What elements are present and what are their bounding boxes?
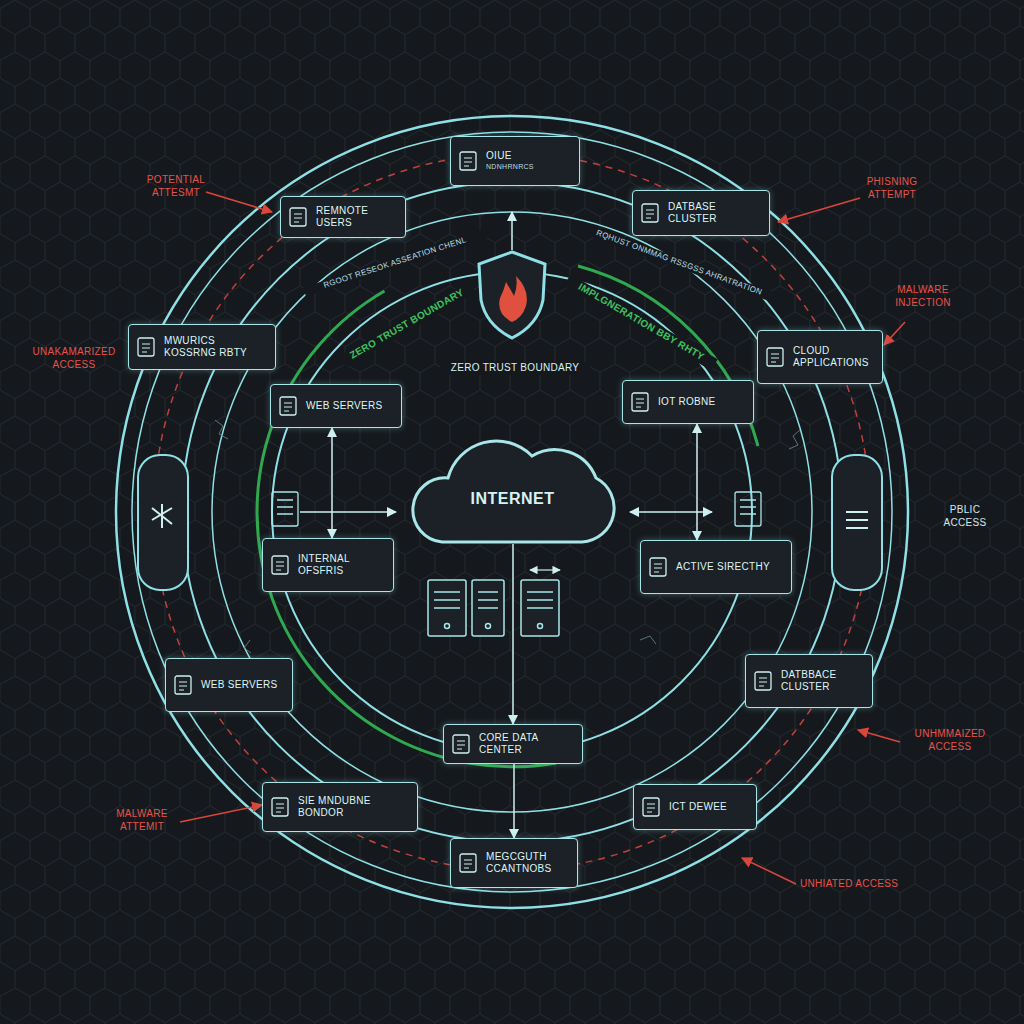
box-subtext: NDNHRNRCS [486, 163, 534, 172]
box-icon [287, 206, 309, 228]
box-icon [647, 556, 669, 578]
box-icon [639, 202, 661, 224]
threat-callout: UNHIATED ACCESS [800, 878, 950, 891]
box-title: OIUE [486, 150, 534, 163]
box-title: REMNOTE USERS [316, 205, 397, 230]
link-arrow [512, 544, 514, 724]
box-icon [277, 395, 299, 417]
network-box: MEGCGUTH CCANTNOBS [450, 838, 578, 888]
box-icon [269, 796, 291, 818]
box-title: MEGCGUTH CCANTNOBS [486, 851, 569, 876]
network-box: WEB SERVERS [270, 384, 402, 428]
box-title: WEB SERVERS [201, 679, 277, 692]
threat-ring [154, 154, 870, 870]
cloud-outline [413, 441, 614, 542]
box-icon [640, 796, 662, 818]
boundary-label: ZERO TRUST BOUNDARY [440, 362, 590, 375]
network-box: CORE DATA CENTER [443, 724, 583, 764]
network-box: OIUENDNHRNRCS [450, 136, 580, 186]
internet-cloud: INTERNET [400, 432, 625, 544]
boundary-label: ZERO TRUST BOUNDARY [339, 281, 475, 367]
threat-callout: UNHMMAIZED ACCESS [900, 728, 1000, 753]
flow-arrow [630, 511, 712, 513]
box-icon [457, 150, 479, 172]
box-icon [450, 733, 472, 755]
flow-arrow [300, 511, 396, 513]
cloud-outline [400, 432, 625, 544]
threat-callout: PBLIC ACCESS [930, 504, 1000, 529]
link-arrow [696, 424, 698, 540]
network-box: WEB SERVERS [165, 658, 293, 712]
box-title: DATBASE CLUSTER [668, 201, 761, 226]
box-title: IOT ROBNE [658, 396, 716, 409]
box-icon [172, 674, 194, 696]
network-box: DATBBACE CLUSTER [745, 654, 873, 708]
box-title: DATBBACE CLUSTER [781, 669, 864, 694]
trust-arc [578, 266, 758, 446]
threat-callout: POTENTIAL ATTESMT [138, 174, 214, 199]
network-box: IOT ROBNE [622, 380, 754, 424]
box-title: SIE MNDUBNE BONDOR [298, 795, 409, 820]
threat-callout: UNAKAMARIZED ACCESS [24, 346, 124, 371]
ring-set [116, 116, 908, 908]
network-box: REMNOTE USERS [280, 196, 406, 238]
box-title: CLOUD APPLICATIONS [793, 345, 874, 370]
box-icon [764, 346, 786, 368]
network-box: CLOUD APPLICATIONS [757, 330, 883, 384]
box-icon [135, 336, 157, 358]
box-title: ACTIVE SIRECTHY [676, 561, 770, 574]
boundary-label: IMPLGNERATION BBY RHTY [564, 274, 717, 370]
server-rack [428, 580, 559, 636]
network-box: DATBASE CLUSTER [632, 190, 770, 236]
box-title: MWURICS KOSSRNG RBTY [164, 335, 267, 360]
box-title: INTERNET [471, 489, 555, 509]
threat-arrow [180, 192, 905, 884]
box-title: CORE DATA CENTER [479, 732, 574, 757]
network-box: INTERNAL OFSFRIS [262, 538, 394, 592]
box-icon [752, 670, 774, 692]
threat-callout: PHISNING ATTEMPT [852, 176, 932, 201]
threat-callout: MALWARE INJECTION [878, 284, 968, 309]
link-arrow [513, 764, 515, 838]
box-title: INTERNAL OFSFRIS [298, 553, 385, 578]
box-icon [269, 554, 291, 576]
network-box: ICT DEWEE [633, 784, 757, 830]
box-icon [629, 391, 651, 413]
firewall-shield [479, 252, 545, 338]
network-box: SIE MNDUBNE BONDOR [262, 782, 418, 832]
network-box: MWURICS KOSSRNG RBTY [128, 324, 276, 370]
glitch-line [215, 420, 800, 653]
box-title: WEB SERVERS [306, 400, 382, 413]
link-arrow [331, 428, 333, 538]
threat-callout: MALWARE ATTEMIT [104, 808, 180, 833]
box-icon [457, 852, 479, 874]
uplink-arrow [511, 212, 513, 250]
network-box: ACTIVE SIRECTHY [640, 540, 792, 594]
flow-arrow [530, 569, 560, 570]
box-title: ICT DEWEE [669, 801, 727, 814]
